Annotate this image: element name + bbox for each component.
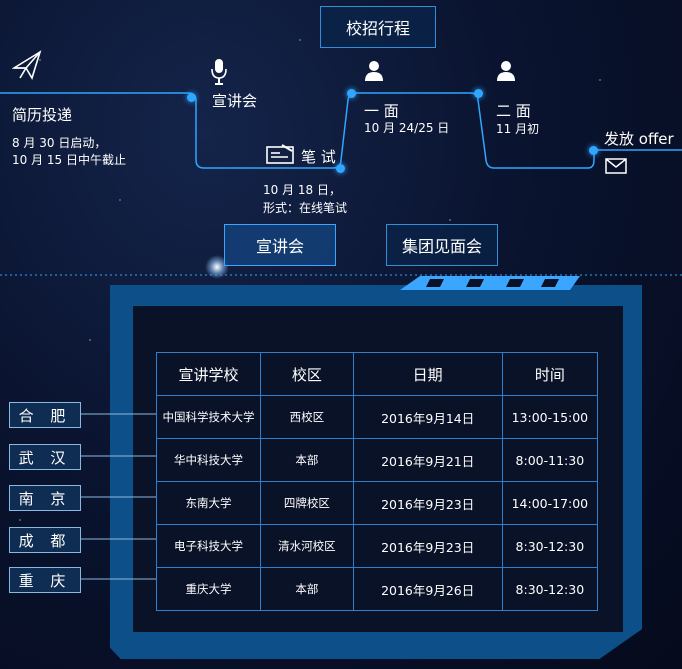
date-cell: 2016年9月26日 [352, 567, 503, 611]
time-cell: 8:30-12:30 [501, 567, 599, 611]
column-header-campus: 校区 [260, 352, 354, 396]
school-cell: 中国科学技术大学 [155, 395, 262, 439]
step-detail: 10 月 18 日， [263, 183, 341, 197]
exam-icon [266, 144, 294, 168]
city-label-chengdu: 成 都 [9, 527, 81, 553]
tab-group-meeting[interactable]: 集团见面会 [386, 224, 498, 266]
time-cell: 13:00-15:00 [501, 395, 599, 439]
table-header-row: 宣讲学校 校区 日期 时间 [155, 352, 599, 396]
school-cell: 华中科技大学 [155, 438, 262, 482]
school-cell: 重庆大学 [155, 567, 262, 611]
step-detail: 10 月 24/25 日 [364, 121, 450, 135]
table-row: 中国科学技术大学 西校区 2016年9月14日 13:00-15:00 [155, 395, 599, 439]
column-header-time: 时间 [501, 352, 599, 396]
step-title-second-interview: 二 面 [496, 102, 531, 120]
date-cell: 2016年9月23日 [352, 481, 503, 525]
timeline-node [347, 89, 356, 98]
step-title-offer: 发放 offer [604, 130, 674, 148]
campus-cell: 本部 [260, 438, 354, 482]
time-cell: 8:00-11:30 [501, 438, 599, 482]
campus-cell: 清水河校区 [260, 524, 354, 568]
time-cell: 8:30-12:30 [501, 524, 599, 568]
step-detail: 10 月 15 日中午截止 [12, 153, 126, 167]
step-detail: 形式：在线笔试 [263, 201, 348, 215]
step-title-presentation: 宣讲会 [212, 92, 258, 110]
step-detail: 11 月初 [496, 122, 540, 136]
tab-presentation[interactable]: 宣讲会 [224, 224, 336, 266]
time-cell: 14:00-17:00 [501, 481, 599, 525]
date-cell: 2016年9月14日 [352, 395, 503, 439]
table-row: 重庆大学 本部 2016年9月26日 8:30-12:30 [155, 567, 599, 611]
column-header-date: 日期 [352, 352, 503, 396]
table-row: 华中科技大学 本部 2016年9月21日 8:00-11:30 [155, 438, 599, 482]
date-cell: 2016年9月23日 [352, 524, 503, 568]
microphone-icon [210, 58, 228, 90]
city-label-wuhan: 武 汉 [9, 444, 81, 470]
campus-cell: 本部 [260, 567, 354, 611]
timeline-node [474, 89, 483, 98]
school-cell: 东南大学 [155, 481, 262, 525]
date-cell: 2016年9月21日 [352, 438, 503, 482]
table-row: 东南大学 四牌校区 2016年9月23日 14:00-17:00 [155, 481, 599, 525]
frame-decoration [400, 276, 580, 290]
step-title-written-test: 笔 试 [301, 148, 336, 166]
table-row: 电子科技大学 清水河校区 2016年9月23日 8:30-12:30 [155, 524, 599, 568]
timeline-node [187, 93, 196, 102]
timeline-node [336, 164, 345, 173]
city-label-nanjing: 南 京 [9, 485, 81, 511]
school-cell: 电子科技大学 [155, 524, 262, 568]
person-icon [496, 60, 516, 86]
campus-cell: 西校区 [260, 395, 354, 439]
step-title-first-interview: 一 面 [364, 102, 399, 120]
campus-cell: 四牌校区 [260, 481, 354, 525]
step-title-resume: 简历投递 [12, 106, 73, 124]
city-label-hefei: 合 肥 [9, 402, 81, 428]
paper-plane-icon [11, 50, 42, 84]
column-header-school: 宣讲学校 [155, 352, 262, 396]
page-title: 校招行程 [320, 6, 436, 48]
timeline-node [589, 146, 598, 155]
envelope-icon [605, 158, 627, 178]
step-detail: 8 月 30 日启动， [12, 136, 107, 150]
schedule-table: 宣讲学校 校区 日期 时间 中国科学技术大学 西校区 2016年9月14日 13… [155, 352, 599, 611]
person-icon [364, 60, 384, 86]
city-label-chongqing: 重 庆 [9, 567, 81, 593]
